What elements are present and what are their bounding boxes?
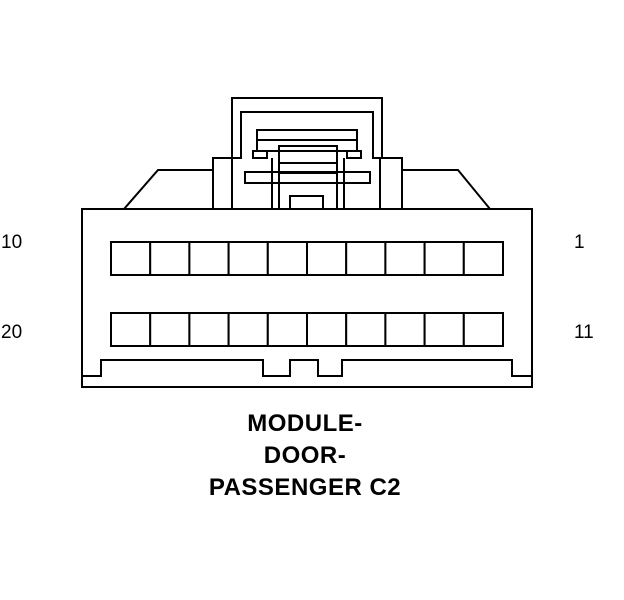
pin-label-bottom-right: 11: [574, 322, 594, 343]
keyway-profile: [82, 359, 532, 377]
cavity-r1-c1: [110, 241, 152, 276]
cavity-r2-c6: [306, 312, 348, 347]
caption-line-3: PASSENGER C2: [208, 474, 402, 501]
cavity-r1-c6: [306, 241, 348, 276]
cavity-r1-c9: [423, 241, 465, 276]
cavity-r1-c7: [345, 241, 387, 276]
pin-label-top-right: 1: [574, 232, 585, 253]
cavity-r1-c10: [462, 241, 504, 276]
cavity-r2-c7: [345, 312, 387, 347]
cavity-r1-c2: [149, 241, 191, 276]
cavity-r2-c8: [384, 312, 426, 347]
cavity-r2-c3: [188, 312, 230, 347]
cavity-r1-c3: [188, 241, 230, 276]
cavity-r1-c5: [266, 241, 308, 276]
cavity-r1-c4: [227, 241, 269, 276]
pin-label-bottom-left: 20: [1, 322, 23, 343]
right-shoulder: [401, 169, 491, 210]
caption-line-1: MODULE-: [247, 410, 363, 437]
cavity-r2-c4: [227, 312, 269, 347]
latch-housing-outer: [212, 97, 403, 209]
latch-tab: [289, 195, 324, 210]
left-shoulder: [123, 169, 214, 210]
connector-body: [81, 208, 533, 388]
cavity-r2-c2: [149, 312, 191, 347]
latch-housing-inner: [231, 111, 381, 209]
cavity-rows: [110, 241, 504, 347]
cavity-r2-c10: [462, 312, 504, 347]
lock-tab-right: [346, 150, 362, 159]
cavity-r2-c9: [423, 312, 465, 347]
caption-line-2: DOOR-: [263, 442, 347, 469]
slide-bar: [244, 171, 371, 184]
cavity-r2-c5: [266, 312, 308, 347]
cavity-r2-c1: [110, 312, 152, 347]
cavity-r1-c8: [384, 241, 426, 276]
connector-outline: [81, 97, 533, 388]
pin-label-top-left: 10: [1, 232, 23, 253]
lock-tab-left: [252, 150, 268, 159]
